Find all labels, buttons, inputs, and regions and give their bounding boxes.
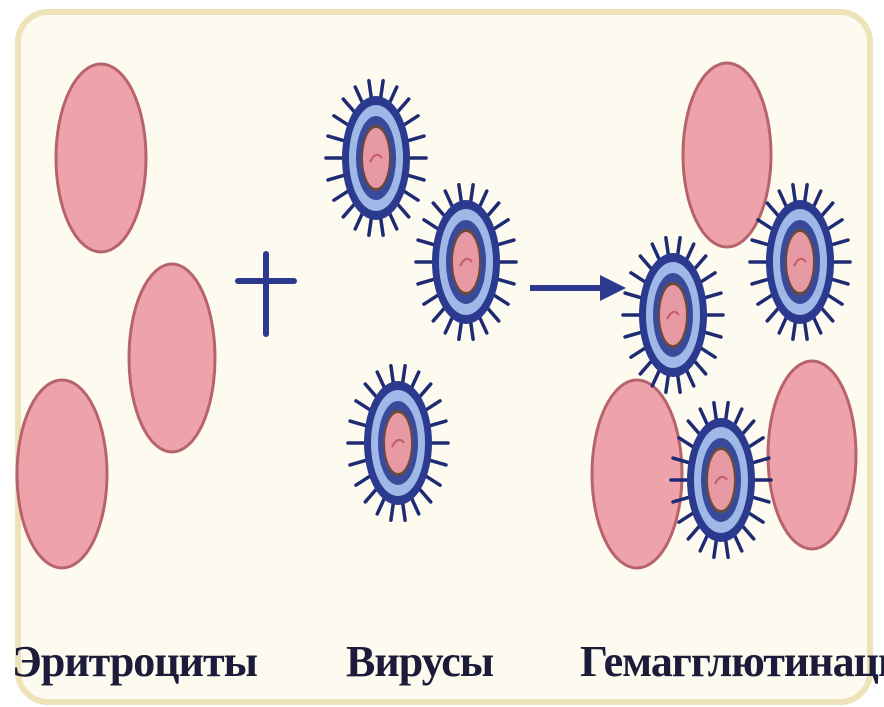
erythrocyte [17,380,107,568]
erythrocyte [56,64,146,252]
label-erythrocytes: Эритроциты [12,634,257,690]
virus-core [363,128,389,188]
erythrocyte [129,264,215,452]
erythrocyte [768,361,856,549]
virus-core [787,232,813,292]
label-hemagglutination: Гемагглютинация [580,634,884,690]
virus-core [660,285,686,345]
erythrocyte [592,380,682,568]
virus-core [453,232,479,292]
virus-core [708,450,734,510]
label-viruses: Вирусы [346,634,493,690]
virus-core [385,413,411,473]
